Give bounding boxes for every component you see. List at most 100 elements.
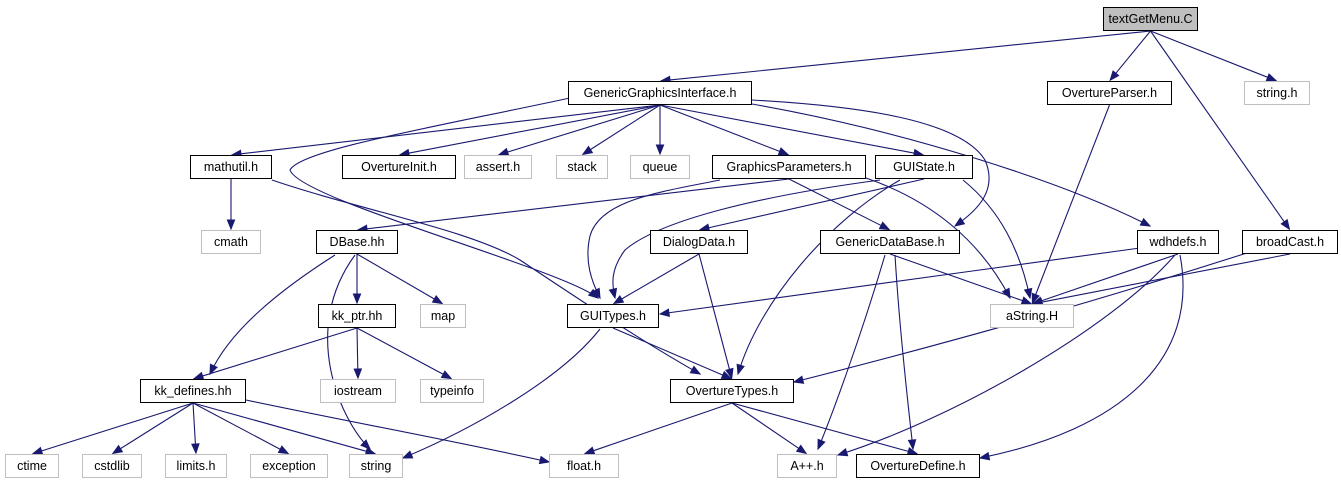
edge-genericgraphicsinterface-h-to-genericdatabase-h [751, 99, 990, 227]
edge-dbase-hh-to-map [356, 253, 436, 300]
node-label: cstdlib [94, 459, 130, 473]
edge-arrowhead [353, 368, 363, 380]
edge-guistate-h-to-overturetypes-h [737, 179, 901, 375]
edge-genericgraphicsinterface-h-to-assert-h [506, 104, 661, 153]
edge-overturetypes-h-to-float-h [592, 402, 733, 452]
node-stack: stack [556, 155, 608, 179]
edge-textgetmenu-c-to-genericgraphicsinterface-h [668, 30, 1151, 81]
node-label: typeinfo [430, 384, 474, 398]
node-genericgraphicsinterface-h[interactable]: GenericGraphicsInterface.h [568, 81, 752, 105]
edge-arrowhead [360, 439, 371, 450]
node-exception: exception [250, 454, 328, 478]
node-label: OvertureDefine.h [870, 459, 966, 473]
edge-genericgraphicsinterface-h-to-mathutil-h [239, 104, 661, 155]
node-overturetypes-h[interactable]: OvertureTypes.h [670, 379, 794, 403]
edge-arrowhead [736, 363, 745, 376]
edge-arrowhead [191, 443, 200, 455]
node-label: kk_defines.hh [154, 384, 232, 398]
edge-graphicsparameters-h-to-guitypes-h [587, 179, 721, 299]
node-ctime: ctime [5, 454, 59, 478]
edge-guistate-h-to-dialogdata-h [707, 178, 925, 229]
node-assert-h: assert.h [464, 155, 532, 179]
node-textgetmenu-c[interactable]: textGetMenu.C [1103, 7, 1198, 31]
edge-arrowhead [1280, 218, 1291, 231]
node-label: GUIState.h [893, 160, 955, 174]
edge-arrowhead [226, 219, 236, 231]
node-label: GraphicsParameters.h [726, 160, 852, 174]
node-astring-h: aString.H [990, 304, 1074, 328]
node-cmath: cmath [201, 230, 261, 254]
edge-kk-ptr-hh-to-typeinfo [356, 327, 445, 376]
edge-arrowhead [953, 217, 966, 227]
edge-genericgraphicsinterface-h-to-guistate-h [659, 104, 916, 154]
edge-wdhdefs-h-to-a-h [837, 254, 1176, 456]
edge-arrowhead [817, 438, 826, 451]
edge-arrowhead [612, 294, 625, 305]
node-label: kk_ptr.hh [331, 309, 383, 323]
node-string-h: string.h [1244, 81, 1310, 105]
node-float-h: float.h [549, 454, 619, 478]
node-typeinfo: typeinfo [420, 379, 484, 403]
edge-guitypes-h-to-overturetypes-h [612, 327, 724, 376]
edge-textgetmenu-c-to-overtureparser-h [1114, 30, 1151, 75]
node-label: A++.h [790, 459, 824, 473]
edge-guistate-h-to-astring-h [962, 179, 1031, 299]
node-label: broadCast.h [1255, 235, 1325, 249]
node-label: aString.H [1005, 309, 1059, 323]
edge-kk-defines-hh-to-string [192, 402, 368, 453]
edge-kk-defines-hh-to-cstdlib [119, 402, 194, 450]
node-label: wdhdefs.h [1149, 235, 1207, 249]
node-overtureinit-h[interactable]: OvertureInit.h [342, 155, 456, 179]
edge-arrowhead [440, 370, 453, 380]
edge-kk-defines-hh-to-float-h [245, 399, 550, 463]
edge-arrowhead [1265, 73, 1278, 82]
node-wdhdefs-h[interactable]: wdhdefs.h [1137, 230, 1219, 254]
edge-textgetmenu-c-to-string-h [1150, 30, 1269, 79]
node-overtureparser-h[interactable]: OvertureParser.h [1047, 81, 1172, 105]
node-guistate-h[interactable]: GUIState.h [875, 155, 973, 179]
edge-arrowhead [581, 145, 594, 156]
node-label: textGetMenu.C [1108, 12, 1193, 26]
edge-graphicsparameters-h-to-dbase-hh [365, 178, 790, 230]
node-overturedefine-h[interactable]: OvertureDefine.h [856, 454, 980, 478]
node-label: assert.h [475, 160, 521, 174]
edge-genericgraphicsinterface-h-to-graphicsparameters-h [659, 104, 781, 153]
edge-arrowhead [720, 370, 733, 380]
edge-arrowhead [836, 448, 849, 457]
node-mathutil-h[interactable]: mathutil.h [190, 155, 272, 179]
node-guitypes-h[interactable]: GUITypes.h [567, 304, 659, 328]
node-graphicsparameters-h[interactable]: GraphicsParameters.h [712, 155, 866, 179]
edge-arrowhead [277, 445, 290, 455]
node-kk-ptr-hh[interactable]: kk_ptr.hh [318, 304, 396, 328]
node-a-h: A++.h [777, 454, 837, 478]
node-label: iostream [334, 384, 382, 398]
node-label: GenericGraphicsInterface.h [583, 86, 737, 100]
edge-arrowhead [401, 450, 414, 459]
edge-arrowhead [209, 363, 218, 376]
edge-arrowhead [352, 293, 362, 305]
edge-genericdatabase-h-to-overturedefine-h [894, 254, 914, 450]
node-label: queue [642, 160, 678, 174]
edge-arrowhead [978, 451, 991, 461]
edge-arrowhead [583, 446, 596, 455]
node-dbase-hh[interactable]: DBase.hh [316, 230, 398, 254]
edge-wdhdefs-h-to-guitypes-h [659, 247, 1141, 315]
edge-dbase-hh-to-string [327, 254, 371, 450]
node-dialogdata-h[interactable]: DialogData.h [650, 230, 748, 254]
edge-genericgraphicsinterface-h-to-overtureinit-h [407, 104, 661, 154]
edge-arrowhead [1109, 70, 1120, 82]
edge-genericgraphicsinterface-h-to-guitypes-h [289, 97, 599, 299]
edge-textgetmenu-c-to-broadcast-h [1150, 30, 1286, 223]
node-broadcast-h[interactable]: broadCast.h [1242, 230, 1338, 254]
edge-genericdatabase-h-to-a-h [817, 254, 886, 450]
node-limits-h: limits.h [165, 454, 227, 478]
edge-guitypes-h-to-string [402, 328, 601, 459]
node-label: string [360, 459, 392, 473]
node-kk-defines-hh[interactable]: kk_defines.hh [140, 379, 246, 403]
node-genericdatabase-h[interactable]: GenericDataBase.h [820, 230, 960, 254]
node-string: string [349, 454, 403, 478]
edge-arrowhead [792, 375, 805, 384]
edge-kk-ptr-hh-to-kk-defines-hh [201, 327, 358, 377]
node-label: cmath [213, 235, 249, 249]
edge-arrowhead [907, 439, 917, 451]
